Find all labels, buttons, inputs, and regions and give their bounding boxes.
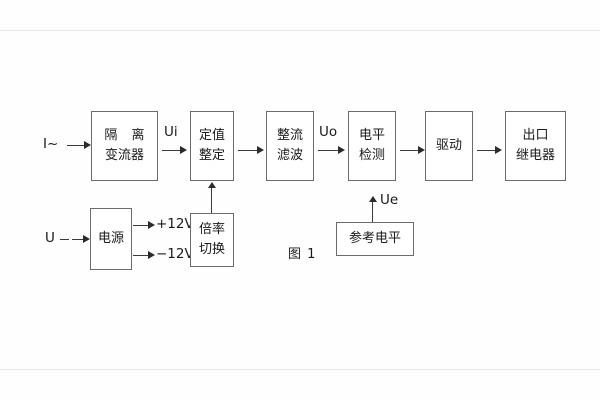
connector-level-to-drive	[400, 150, 421, 151]
arrowhead-current-input	[84, 141, 91, 149]
block-output-relay[interactable]: 出口 继电器	[505, 111, 566, 181]
block-rectify-filter-line2: 滤波	[276, 148, 303, 163]
connector-current-input	[67, 145, 89, 146]
block-isolation-transformer[interactable]: 隔 离 变流器	[91, 111, 158, 181]
connector-drive-to-relay	[477, 150, 498, 151]
connector-multiplier-to-setting	[211, 187, 212, 213]
input-label-current: I~	[43, 136, 59, 152]
block-drive-line1: 驱动	[435, 138, 462, 154]
block-level-detection-line1: 电平	[358, 128, 385, 144]
arrowhead-supply-neg	[148, 251, 155, 259]
block-power-supply[interactable]: 电源	[90, 208, 132, 270]
frame-divider-bottom	[0, 369, 600, 370]
frame-divider-top	[0, 30, 600, 31]
block-rectify-filter[interactable]: 整流 滤波	[266, 111, 314, 181]
input-label-voltage: U	[45, 230, 55, 246]
block-reference-level-line1: 参考电平	[348, 231, 401, 247]
connector-reference-to-level	[372, 202, 373, 222]
block-multiplier-switch-line2: 切换	[198, 242, 225, 257]
block-multiplier-switch-line1: 倍率	[198, 222, 225, 238]
connector-setting-to-rectify	[238, 150, 259, 151]
signal-label-supply-neg: −12V	[156, 246, 194, 262]
arrowhead-drive-to-relay	[495, 146, 502, 154]
block-isolation-transformer-line2: 变流器	[104, 148, 144, 163]
signal-label-uo: Uo	[319, 124, 338, 140]
block-drive[interactable]: 驱动	[425, 111, 473, 181]
connector-supply-neg	[133, 255, 152, 256]
signal-label-ue: Ue	[380, 192, 399, 208]
connector-uo	[318, 150, 340, 151]
block-level-detection[interactable]: 电平 检测	[348, 111, 396, 181]
block-output-relay-line1: 出口	[522, 128, 549, 144]
connector-supply-pos	[133, 225, 152, 226]
block-power-supply-line1: 电源	[97, 231, 124, 247]
arrowhead-supply-pos	[148, 221, 155, 229]
figure-caption: 图 1	[288, 247, 317, 262]
block-output-relay-line2: 继电器	[515, 148, 555, 163]
block-level-detection-line2: 检测	[358, 148, 385, 163]
connector-voltage-dash	[60, 239, 69, 240]
signal-label-ui: Ui	[164, 124, 178, 140]
connector-ui	[162, 150, 182, 151]
block-isolation-transformer-line1: 隔 离	[104, 128, 150, 144]
block-reference-level[interactable]: 参考电平	[336, 222, 414, 256]
arrowhead-multiplier-to-setting	[208, 182, 216, 188]
block-setting-value[interactable]: 定值 整定	[190, 111, 234, 181]
arrowhead-level-to-drive	[418, 146, 425, 154]
arrowhead-voltage-input	[83, 235, 90, 243]
block-rectify-filter-line1: 整流	[276, 128, 303, 144]
arrowhead-setting-to-rectify	[257, 146, 264, 154]
arrowhead-uo	[338, 146, 345, 154]
arrowhead-ui	[180, 146, 187, 154]
block-setting-value-line2: 整定	[198, 148, 225, 163]
arrowhead-reference-to-level	[369, 196, 377, 202]
block-multiplier-switch[interactable]: 倍率 切换	[190, 213, 234, 267]
connector-voltage-input	[72, 239, 88, 240]
block-setting-value-line1: 定值	[198, 128, 225, 144]
signal-label-supply-pos: +12V	[156, 216, 194, 232]
